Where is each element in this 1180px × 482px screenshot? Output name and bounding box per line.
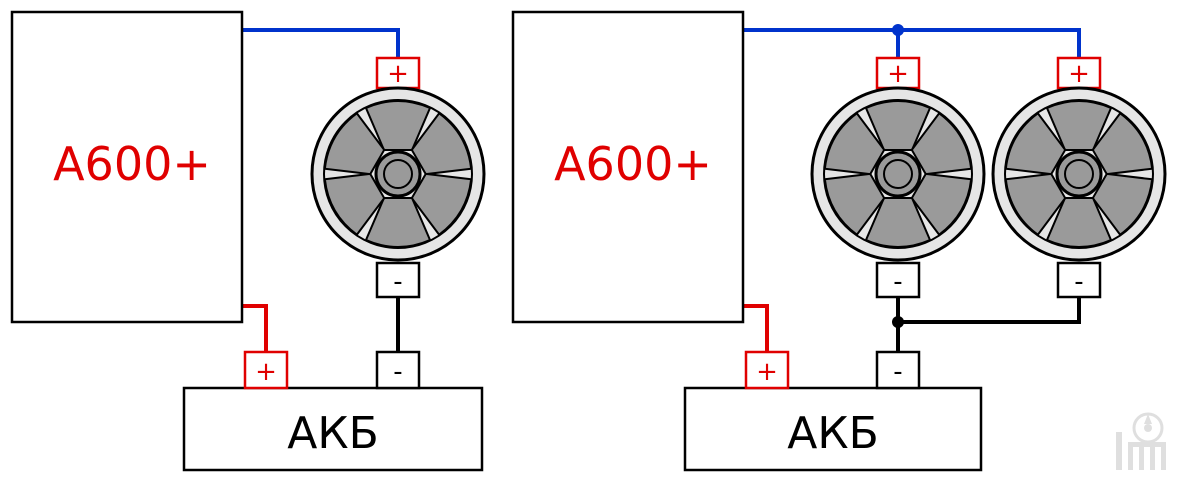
left-fan-plus-terminal: [375, 56, 421, 90]
right-battery-plus-label: +: [756, 357, 778, 387]
left-circuit: A600+ + - АКБ + -: [10, 10, 486, 472]
left-fan-icon: [310, 86, 486, 262]
right-positive-junction: [892, 24, 904, 36]
right-fan1-minus-label: -: [893, 267, 902, 297]
right-module-box: [511, 10, 745, 324]
left-fan-minus-label: -: [393, 267, 402, 297]
right-positive-wire: [743, 28, 1081, 58]
right-fan1-plus-terminal: [875, 56, 921, 90]
right-fan2-icon: [991, 86, 1167, 262]
right-negative-junction: [892, 316, 904, 328]
right-circuit: A600+ + - + - АКБ + -: [511, 10, 1167, 472]
left-battery-minus-terminal: [375, 350, 421, 390]
right-fan2-minus-label: -: [1074, 267, 1083, 297]
left-battery-plus-terminal: [243, 350, 289, 390]
left-fan-plus-label: +: [387, 59, 409, 89]
left-battery-positive-wire: [242, 304, 268, 352]
right-battery-plus-terminal: [744, 350, 790, 390]
right-fan2-minus-terminal: [1056, 261, 1102, 299]
left-battery-box: [182, 386, 484, 472]
left-fan-minus-terminal: [375, 261, 421, 299]
left-module-label: A600+: [53, 137, 211, 191]
right-battery-minus-label: -: [893, 357, 902, 387]
right-battery-label: АКБ: [787, 408, 879, 459]
right-fan1-icon: [810, 86, 986, 262]
right-fan2-plus-label: +: [1068, 59, 1090, 89]
fan-logo-icon: [1116, 412, 1166, 470]
right-fan2-plus-terminal: [1056, 56, 1102, 90]
left-module-box: [10, 10, 244, 324]
right-negative-branch-wire: [898, 297, 1081, 324]
right-battery-box: [683, 386, 983, 472]
left-battery-label: АКБ: [287, 408, 379, 459]
right-fan1-plus-label: +: [887, 59, 909, 89]
right-battery-positive-wire: [743, 304, 769, 352]
right-battery-minus-terminal: [875, 350, 921, 390]
left-battery-minus-label: -: [393, 357, 402, 387]
right-module-label: A600+: [554, 137, 712, 191]
right-fan1-minus-terminal: [875, 261, 921, 299]
left-battery-plus-label: +: [255, 357, 277, 387]
left-positive-wire: [242, 28, 400, 58]
